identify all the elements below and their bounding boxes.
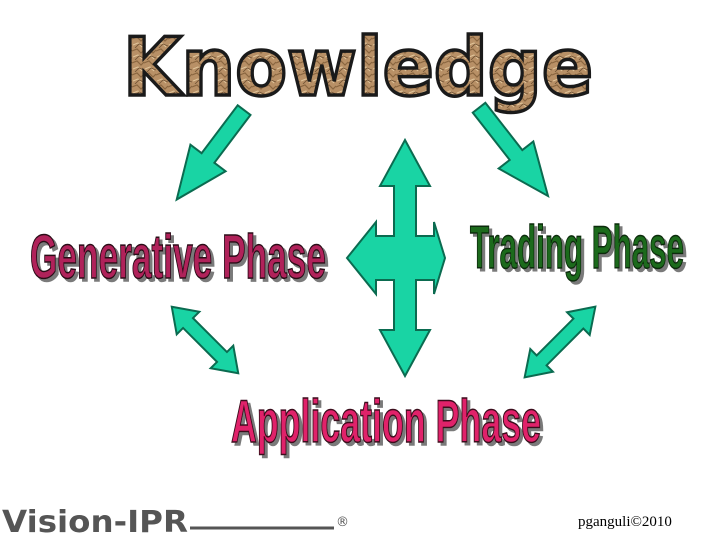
- registered-mark: ®: [336, 515, 349, 530]
- copyright-credit: pganguli©2010: [578, 514, 672, 530]
- label-trading-phase: Trading Phase: [470, 214, 684, 281]
- label-generative-phase: Generative Phase: [30, 223, 326, 292]
- vision-ipr-logo: Vision-IPR ®: [2, 505, 349, 540]
- down-arrow-icon: [175, 103, 252, 202]
- double-arrow-icon: [523, 305, 597, 379]
- four-way-arrow-icon: [345, 137, 447, 379]
- logo-text: Vision-IPR: [2, 505, 188, 540]
- title-knowledge: Knowledge: [123, 21, 593, 114]
- double-arrow-icon: [170, 305, 240, 375]
- label-application-phase: Application Phase: [231, 388, 541, 455]
- down-arrow-icon: [471, 101, 550, 198]
